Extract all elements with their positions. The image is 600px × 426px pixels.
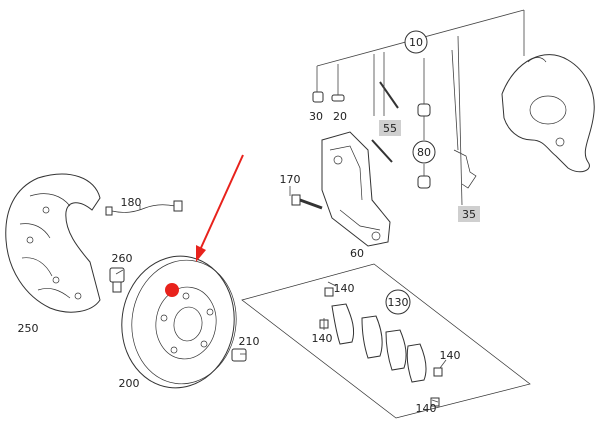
badge-55 <box>379 120 401 136</box>
label-180: 180 <box>121 196 142 209</box>
pad-set-frame <box>241 263 531 419</box>
dust-shield <box>5 173 101 313</box>
label-35: 35 <box>462 208 476 221</box>
small-parts <box>312 91 431 189</box>
caliper-carrier <box>321 131 391 247</box>
label-170: 170 <box>280 173 301 186</box>
label-250: 250 <box>18 322 39 335</box>
bolt-170 <box>291 194 323 210</box>
label-200: 200 <box>119 377 140 390</box>
label-60: 60 <box>350 247 364 260</box>
label-140-right: 140 <box>440 349 461 362</box>
callout-circle-80 <box>412 140 436 164</box>
label-20: 20 <box>333 110 347 123</box>
spring-clip <box>453 149 477 189</box>
label-140-top: 140 <box>334 282 355 295</box>
guide-pins <box>371 81 399 163</box>
badge-35 <box>458 206 480 222</box>
wear-sensor <box>105 200 183 216</box>
label-80: 80 <box>417 146 431 159</box>
label-140-left: 140 <box>312 332 333 345</box>
label-210: 210 <box>239 335 260 348</box>
caliper-housing <box>501 54 595 173</box>
bolt-260 <box>109 267 125 293</box>
label-140-bottom: 140 <box>416 402 437 415</box>
leader-lines <box>115 9 525 403</box>
label-30: 30 <box>309 110 323 123</box>
brake-pads <box>331 303 427 383</box>
highlight-marker <box>165 283 179 297</box>
brake-disc <box>121 255 237 389</box>
label-55: 55 <box>383 122 397 135</box>
callout-circle-10 <box>404 30 428 54</box>
callout-circle-130 <box>385 289 411 315</box>
highlight-arrow <box>196 154 244 262</box>
label-260: 260 <box>112 252 133 265</box>
label-10: 10 <box>409 36 423 49</box>
label-130: 130 <box>388 296 409 309</box>
screw-210 <box>231 348 247 362</box>
